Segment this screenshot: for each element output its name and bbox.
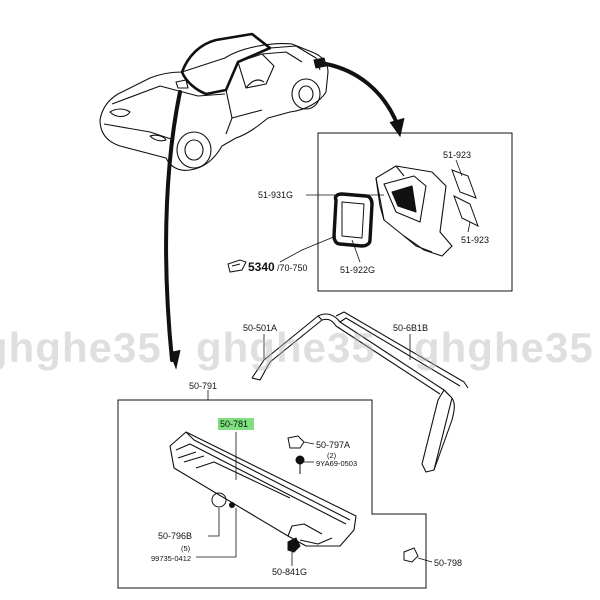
clip-51-923-lower	[453, 194, 479, 228]
watermark-text-1: ghghe35	[0, 324, 162, 371]
label-5340: 5340	[248, 260, 275, 274]
label-50-798: 50-798	[434, 558, 462, 568]
label-50-841G: 50-841G	[272, 567, 307, 577]
label-5340-suffix: /70-750	[277, 263, 308, 273]
label-qty-5: (5)	[181, 544, 191, 553]
panel-box-lower	[117, 399, 427, 589]
fuel-lid-housing	[375, 165, 453, 257]
clip-50-798	[403, 547, 419, 563]
leader-windshield	[164, 90, 182, 362]
screw-99735	[229, 502, 235, 508]
screw-50-796B	[211, 492, 227, 508]
clip-50-797A	[287, 435, 305, 449]
label-50-791: 50-791	[189, 381, 217, 391]
label-50-781: 50-781	[220, 419, 248, 429]
label-51-923-top: 51-923	[443, 150, 471, 160]
labels: 51-923 51-931G 51-923 51-922G 5340 /70-7…	[151, 150, 489, 577]
molding-50-6B1B	[335, 311, 469, 473]
bolt-9YA69	[295, 455, 305, 474]
watermark-text-2: ghghe35	[196, 324, 376, 371]
label-51-923-bottom: 51-923	[461, 235, 489, 245]
label-50-797A: 50-797A	[316, 440, 350, 450]
watermark-text-3: ghghe35	[414, 324, 594, 371]
leaders-lower	[196, 390, 433, 566]
leader-rear	[324, 62, 400, 128]
label-9YA69: 9YA69-0503	[316, 459, 357, 468]
watermark: ghghe35 ghghe35 ghghe35	[0, 324, 594, 371]
label-51-922G: 51-922G	[340, 265, 375, 275]
label-50-6B1B: 50-6B1B	[393, 323, 428, 333]
leader-rear-arrow	[389, 117, 405, 138]
gasket-51-922G	[332, 192, 374, 248]
clip-50-841G	[287, 537, 301, 553]
clip-5340-icon	[227, 259, 247, 273]
label-99735: 99735-0412	[151, 554, 191, 563]
highlight-50-781	[218, 418, 254, 430]
cowl-grille-50-781	[169, 431, 357, 547]
leaders-moldings	[263, 334, 411, 360]
car-illustration	[99, 32, 329, 171]
label-50-501A: 50-501A	[243, 323, 277, 333]
clip-51-923-upper	[451, 169, 477, 199]
label-51-931G: 51-931G	[258, 190, 293, 200]
leaders-upper	[279, 159, 471, 263]
panel-box-upper	[317, 132, 513, 292]
label-50-796B: 50-796B	[158, 531, 192, 541]
label-qty-2: (2)	[327, 451, 337, 460]
leader-windshield-arrow	[169, 349, 181, 370]
